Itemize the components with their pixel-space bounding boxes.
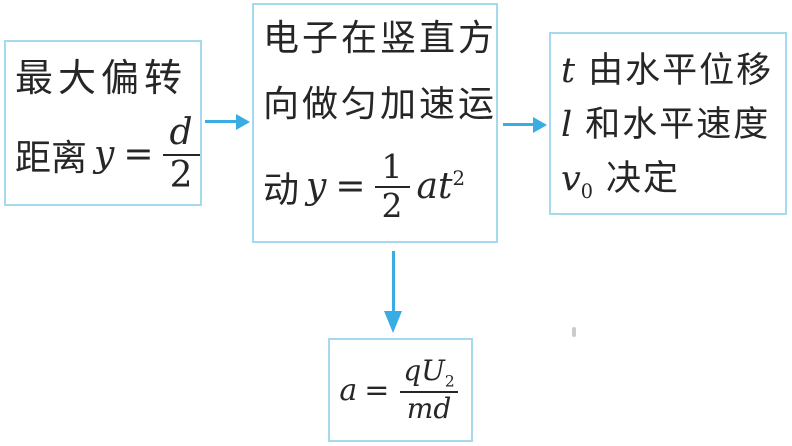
box-time-determination: t 由水平位移 l 和水平速度 v0 决定	[549, 32, 787, 215]
arrow-left-to-middle	[205, 113, 250, 130]
time-determination-line1: t 由水平位移	[561, 42, 779, 93]
uniform-acceleration-line2: 向做匀加速运	[263, 84, 498, 125]
fraction-1-over-2: 1 2	[374, 147, 410, 225]
uniform-acceleration-formula-row: 动 y = 1 2 at2	[263, 147, 466, 225]
var-y: y	[94, 134, 115, 176]
term-at-squared: at2	[417, 166, 466, 207]
arrowhead-right-icon	[533, 116, 547, 133]
var-v: v	[561, 159, 581, 199]
box-max-deflection: 最大偏转 距离 y = d 2	[4, 40, 202, 206]
fraction-denominator-md: md	[399, 391, 459, 425]
fraction-denominator-2: 2	[162, 153, 200, 196]
fraction-denominator-2: 2	[374, 185, 410, 225]
fraction-numerator-qU2: qU2	[396, 355, 461, 391]
box-acceleration-formula: a = qU2 md	[328, 338, 473, 442]
time-determination-line3: v0 决定	[561, 150, 779, 203]
var-t: t	[561, 51, 576, 91]
arrow-middle-to-right	[503, 116, 547, 133]
uniform-acceleration-line1: 电子在竖直方	[263, 18, 498, 59]
fraction-numerator-1: 1	[381, 147, 403, 186]
equals-sign: =	[364, 372, 390, 408]
arrow-shaft	[391, 251, 395, 311]
equals-sign: =	[335, 166, 366, 208]
fraction-d-over-2: d 2	[162, 112, 200, 196]
arrow-shaft	[503, 123, 533, 126]
line1-text: 由水平位移	[588, 51, 774, 91]
arrowhead-right-icon	[236, 113, 250, 130]
equals-sign: =	[123, 134, 154, 176]
arrow-middle-to-bottom	[384, 251, 402, 333]
scan-speck	[572, 327, 576, 337]
var-a: a	[339, 372, 358, 408]
var-y: y	[306, 166, 327, 208]
time-determination-line2: l 和水平速度	[561, 96, 779, 147]
exponent-2: 2	[452, 167, 466, 191]
box-uniform-acceleration: 电子在竖直方 向做匀加速运 动 y = 1 2 at2	[252, 3, 498, 243]
line2-text: 和水平速度	[585, 105, 771, 145]
arrowhead-down-icon	[384, 311, 402, 333]
var-l: l	[561, 105, 573, 145]
var-qU: qU	[403, 354, 445, 388]
line3-text: 决定	[606, 159, 681, 199]
var-v0: v0	[561, 159, 593, 203]
motion-label: 动	[263, 169, 300, 211]
var-at: at	[416, 166, 453, 208]
max-deflection-line1: 最大偏转	[15, 56, 188, 100]
subscript-0: 0	[580, 180, 594, 203]
fraction-numerator-d: d	[169, 112, 193, 154]
arrow-shaft	[205, 120, 236, 123]
fraction-qU2-over-md: qU2 md	[396, 355, 461, 425]
max-deflection-formula-row: 距离 y = d 2	[15, 113, 200, 196]
distance-label: 距离	[15, 137, 88, 179]
subscript-2: 2	[444, 372, 455, 391]
